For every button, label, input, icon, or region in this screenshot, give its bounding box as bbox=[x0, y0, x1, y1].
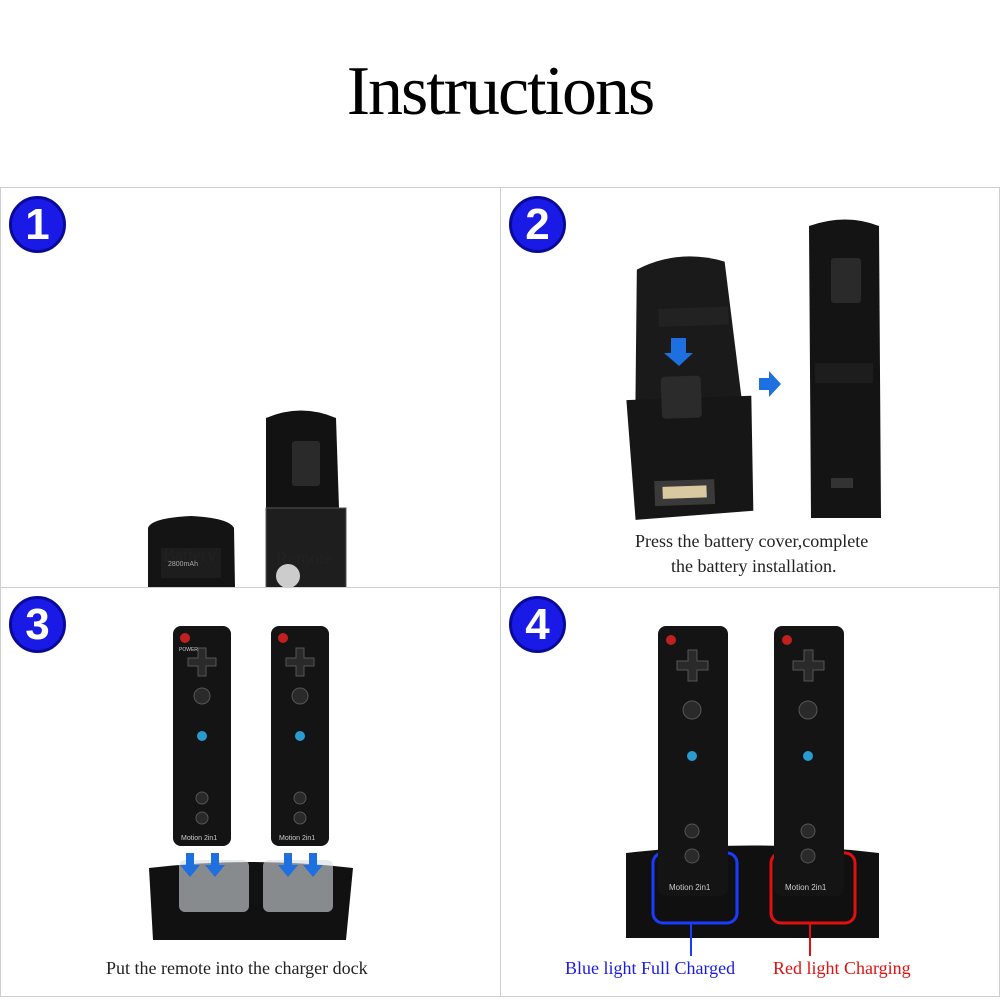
red-light-caption: Red light Charging bbox=[773, 958, 911, 978]
right-arrow-icon bbox=[759, 371, 781, 397]
charger-dock-image bbox=[149, 853, 353, 940]
down-arrow-icon bbox=[664, 338, 693, 366]
svg-text:POWER: POWER bbox=[179, 647, 198, 653]
remote-brand-label: Motion 2in1 bbox=[181, 835, 217, 842]
step-2-caption-line-2: the battery installation. bbox=[671, 556, 837, 576]
step-4-panel: 4 Motion 2in1 Motion 2in1 bbox=[500, 587, 1000, 997]
step-1-badge: 1 bbox=[9, 196, 66, 253]
battery-capacity-label: 2800mAh bbox=[168, 561, 198, 568]
step-2-badge: 2 bbox=[509, 196, 566, 253]
step-3-panel: 3 POWER Motion 2in1 Motion 2in1 bbox=[0, 587, 501, 997]
remote-back-image bbox=[265, 410, 347, 589]
remote-assembled-image bbox=[809, 219, 881, 518]
step-2-panel: 2 Press the battery cover,complete the b… bbox=[500, 187, 1000, 588]
svg-text:Motion 2in1: Motion 2in1 bbox=[669, 883, 711, 892]
blue-light-caption: Blue light Full Charged bbox=[565, 958, 736, 978]
remote-insert-image bbox=[626, 256, 754, 520]
step-3-badge: 3 bbox=[9, 596, 66, 653]
step-4-badge: 4 bbox=[509, 596, 566, 653]
step-3-caption: Put the remote into the charger dock bbox=[106, 958, 368, 978]
step-1-illustration: 2800mAh bbox=[148, 410, 347, 589]
step-4-illustration: Motion 2in1 Motion 2in1 bbox=[626, 626, 879, 956]
step-2-illustration bbox=[626, 219, 881, 520]
svg-text:Motion 2in1: Motion 2in1 bbox=[279, 835, 315, 842]
svg-text:Motion 2in1: Motion 2in1 bbox=[785, 883, 827, 892]
step-2-caption-line-1: Press the battery cover,complete bbox=[635, 531, 869, 551]
wii-remote-red-image: Motion 2in1 bbox=[774, 626, 844, 896]
step-1-panel: 1 2800mAh Battery Remote bbox=[0, 187, 501, 589]
wii-remote-left-image: POWER Motion 2in1 bbox=[173, 626, 231, 846]
page-title: Instructions bbox=[346, 53, 656, 130]
wii-remote-right-image: Motion 2in1 bbox=[271, 626, 329, 846]
remote-label: Remote bbox=[276, 548, 332, 568]
step-3-illustration: POWER Motion 2in1 Motion 2in1 bbox=[149, 626, 353, 940]
battery-label: Battery bbox=[163, 545, 216, 565]
battery-pack-image: 2800mAh bbox=[148, 516, 236, 589]
wii-remote-blue-image: Motion 2in1 bbox=[658, 626, 728, 896]
